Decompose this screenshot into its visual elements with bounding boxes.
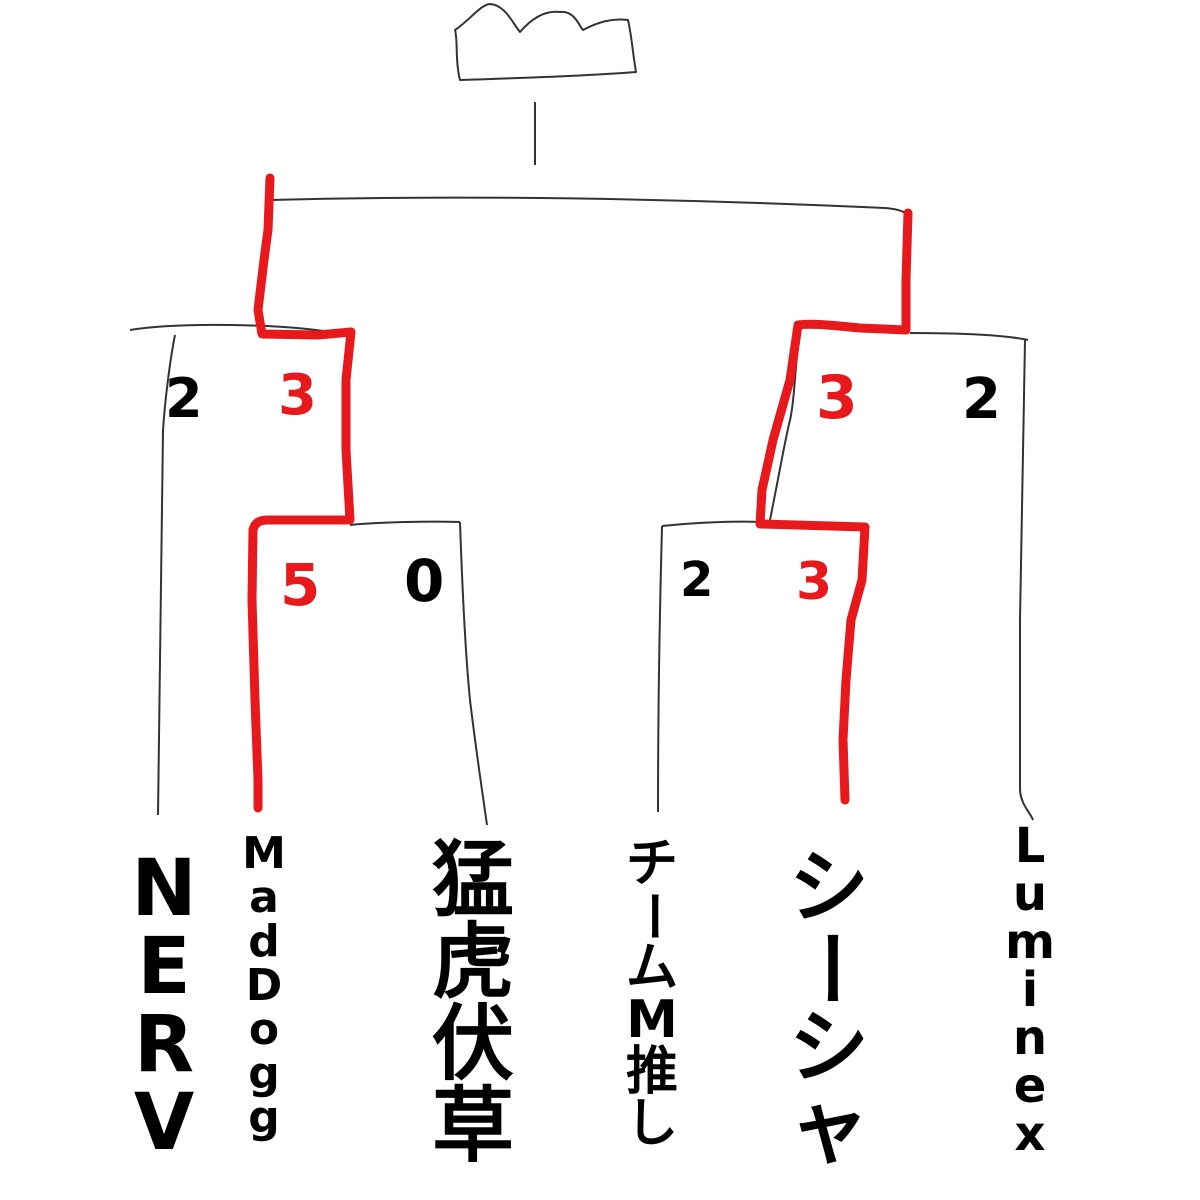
score-shisha-semifinal: 3 <box>816 363 858 433</box>
moko-line <box>459 521 488 826</box>
left-first-round-bar <box>349 520 461 526</box>
left-semifinal-bar <box>129 323 331 333</box>
team-m-line <box>657 525 663 813</box>
score-maddogg-first-round: 5 <box>280 551 321 619</box>
winner-path-left <box>247 173 356 813</box>
luminex-line <box>1019 339 1034 821</box>
team-name-label: 猛虎伏草 <box>431 833 514 1174</box>
team-shisha: シーシャ <box>783 841 876 1174</box>
winner-path-right <box>755 208 913 805</box>
score-nerv-semifinal: 2 <box>165 367 203 430</box>
team-name-label: シーシャ <box>783 841 876 1174</box>
score-luminex-semifinal: 2 <box>962 367 1001 432</box>
score-shisha-first-round: 3 <box>796 552 833 612</box>
final-connector <box>269 196 909 216</box>
right-semifinal-bar <box>909 332 1029 341</box>
score-maddogg-semifinal: 3 <box>278 363 317 428</box>
trophy-icon <box>454 3 637 81</box>
team-moko: 猛虎伏草 <box>430 840 516 1168</box>
score-moko-first-round: 0 <box>404 547 445 615</box>
right-first-round-bar <box>661 520 761 527</box>
nerv-line <box>157 334 176 816</box>
score-team-m-first-round: 2 <box>680 552 714 608</box>
